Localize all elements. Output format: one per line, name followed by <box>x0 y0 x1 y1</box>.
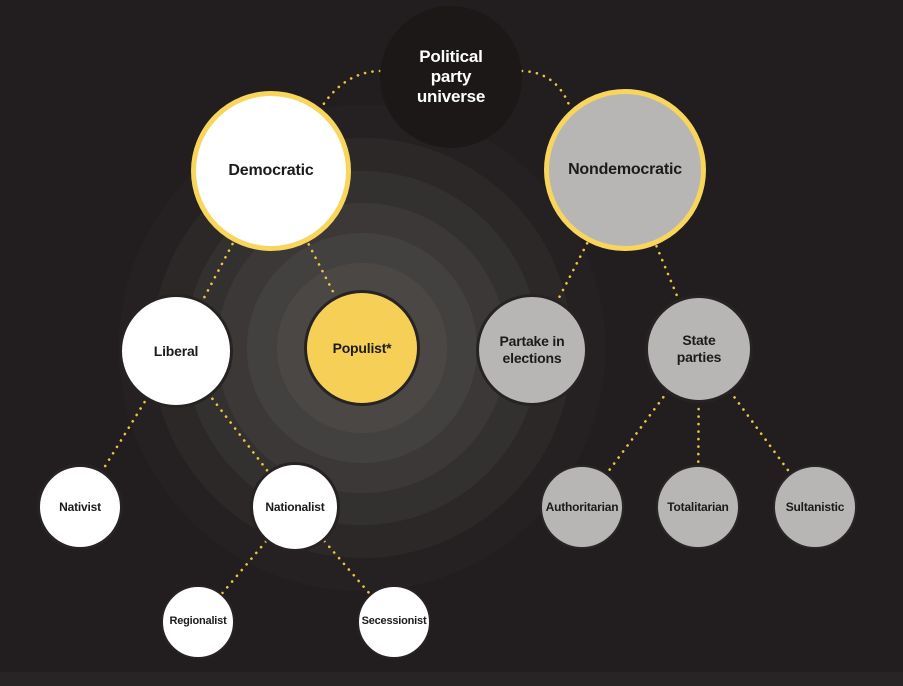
edge-root-nondemocratic <box>520 69 573 112</box>
node-label: Sultanistic <box>785 499 845 514</box>
node-populist: Populist* <box>304 290 420 406</box>
edge-root-democratic <box>319 69 382 110</box>
node-label: Regionalist <box>169 615 227 628</box>
node-label: State parties <box>676 332 722 365</box>
node-authoritarian: Authoritarian <box>540 465 624 549</box>
node-label: Populist* <box>332 339 392 356</box>
node-label: Totalitarian <box>667 499 729 514</box>
node-totalitarian: Totalitarian <box>656 465 740 549</box>
node-partake-in-elections: Partake in elections <box>476 294 588 406</box>
node-political-party-universe: Political party universe <box>380 6 522 148</box>
node-label: Democratic <box>228 162 314 180</box>
node-nondemocratic: Nondemocratic <box>544 89 706 251</box>
node-label: Nativist <box>59 499 101 514</box>
edge-liberal-nationalist <box>174 349 297 509</box>
node-label: Secessionist <box>361 615 427 628</box>
node-nativist: Nativist <box>37 464 123 550</box>
node-sultanistic: Sultanistic <box>773 465 857 549</box>
node-label: Political party universe <box>416 46 486 107</box>
node-regionalist: Regionalist <box>161 585 235 659</box>
node-label: Liberal <box>153 342 199 359</box>
node-label: Partake in elections <box>499 333 565 366</box>
bottom-edge-strip <box>0 672 903 686</box>
edge-nondemocratic-state <box>623 168 701 351</box>
node-secessionist: Secessionist <box>357 585 431 659</box>
node-label: Authoritarian <box>545 499 619 514</box>
node-democratic: Democratic <box>191 91 351 251</box>
edge-state-sultanistic <box>697 347 817 509</box>
node-label: Nondemocratic <box>568 161 682 179</box>
node-label: Nationalist <box>265 499 325 514</box>
node-state-parties: State parties <box>645 295 753 403</box>
node-nationalist: Nationalist <box>250 462 340 552</box>
node-liberal: Liberal <box>119 294 233 408</box>
edge-nationalist-regionalist <box>196 505 297 624</box>
